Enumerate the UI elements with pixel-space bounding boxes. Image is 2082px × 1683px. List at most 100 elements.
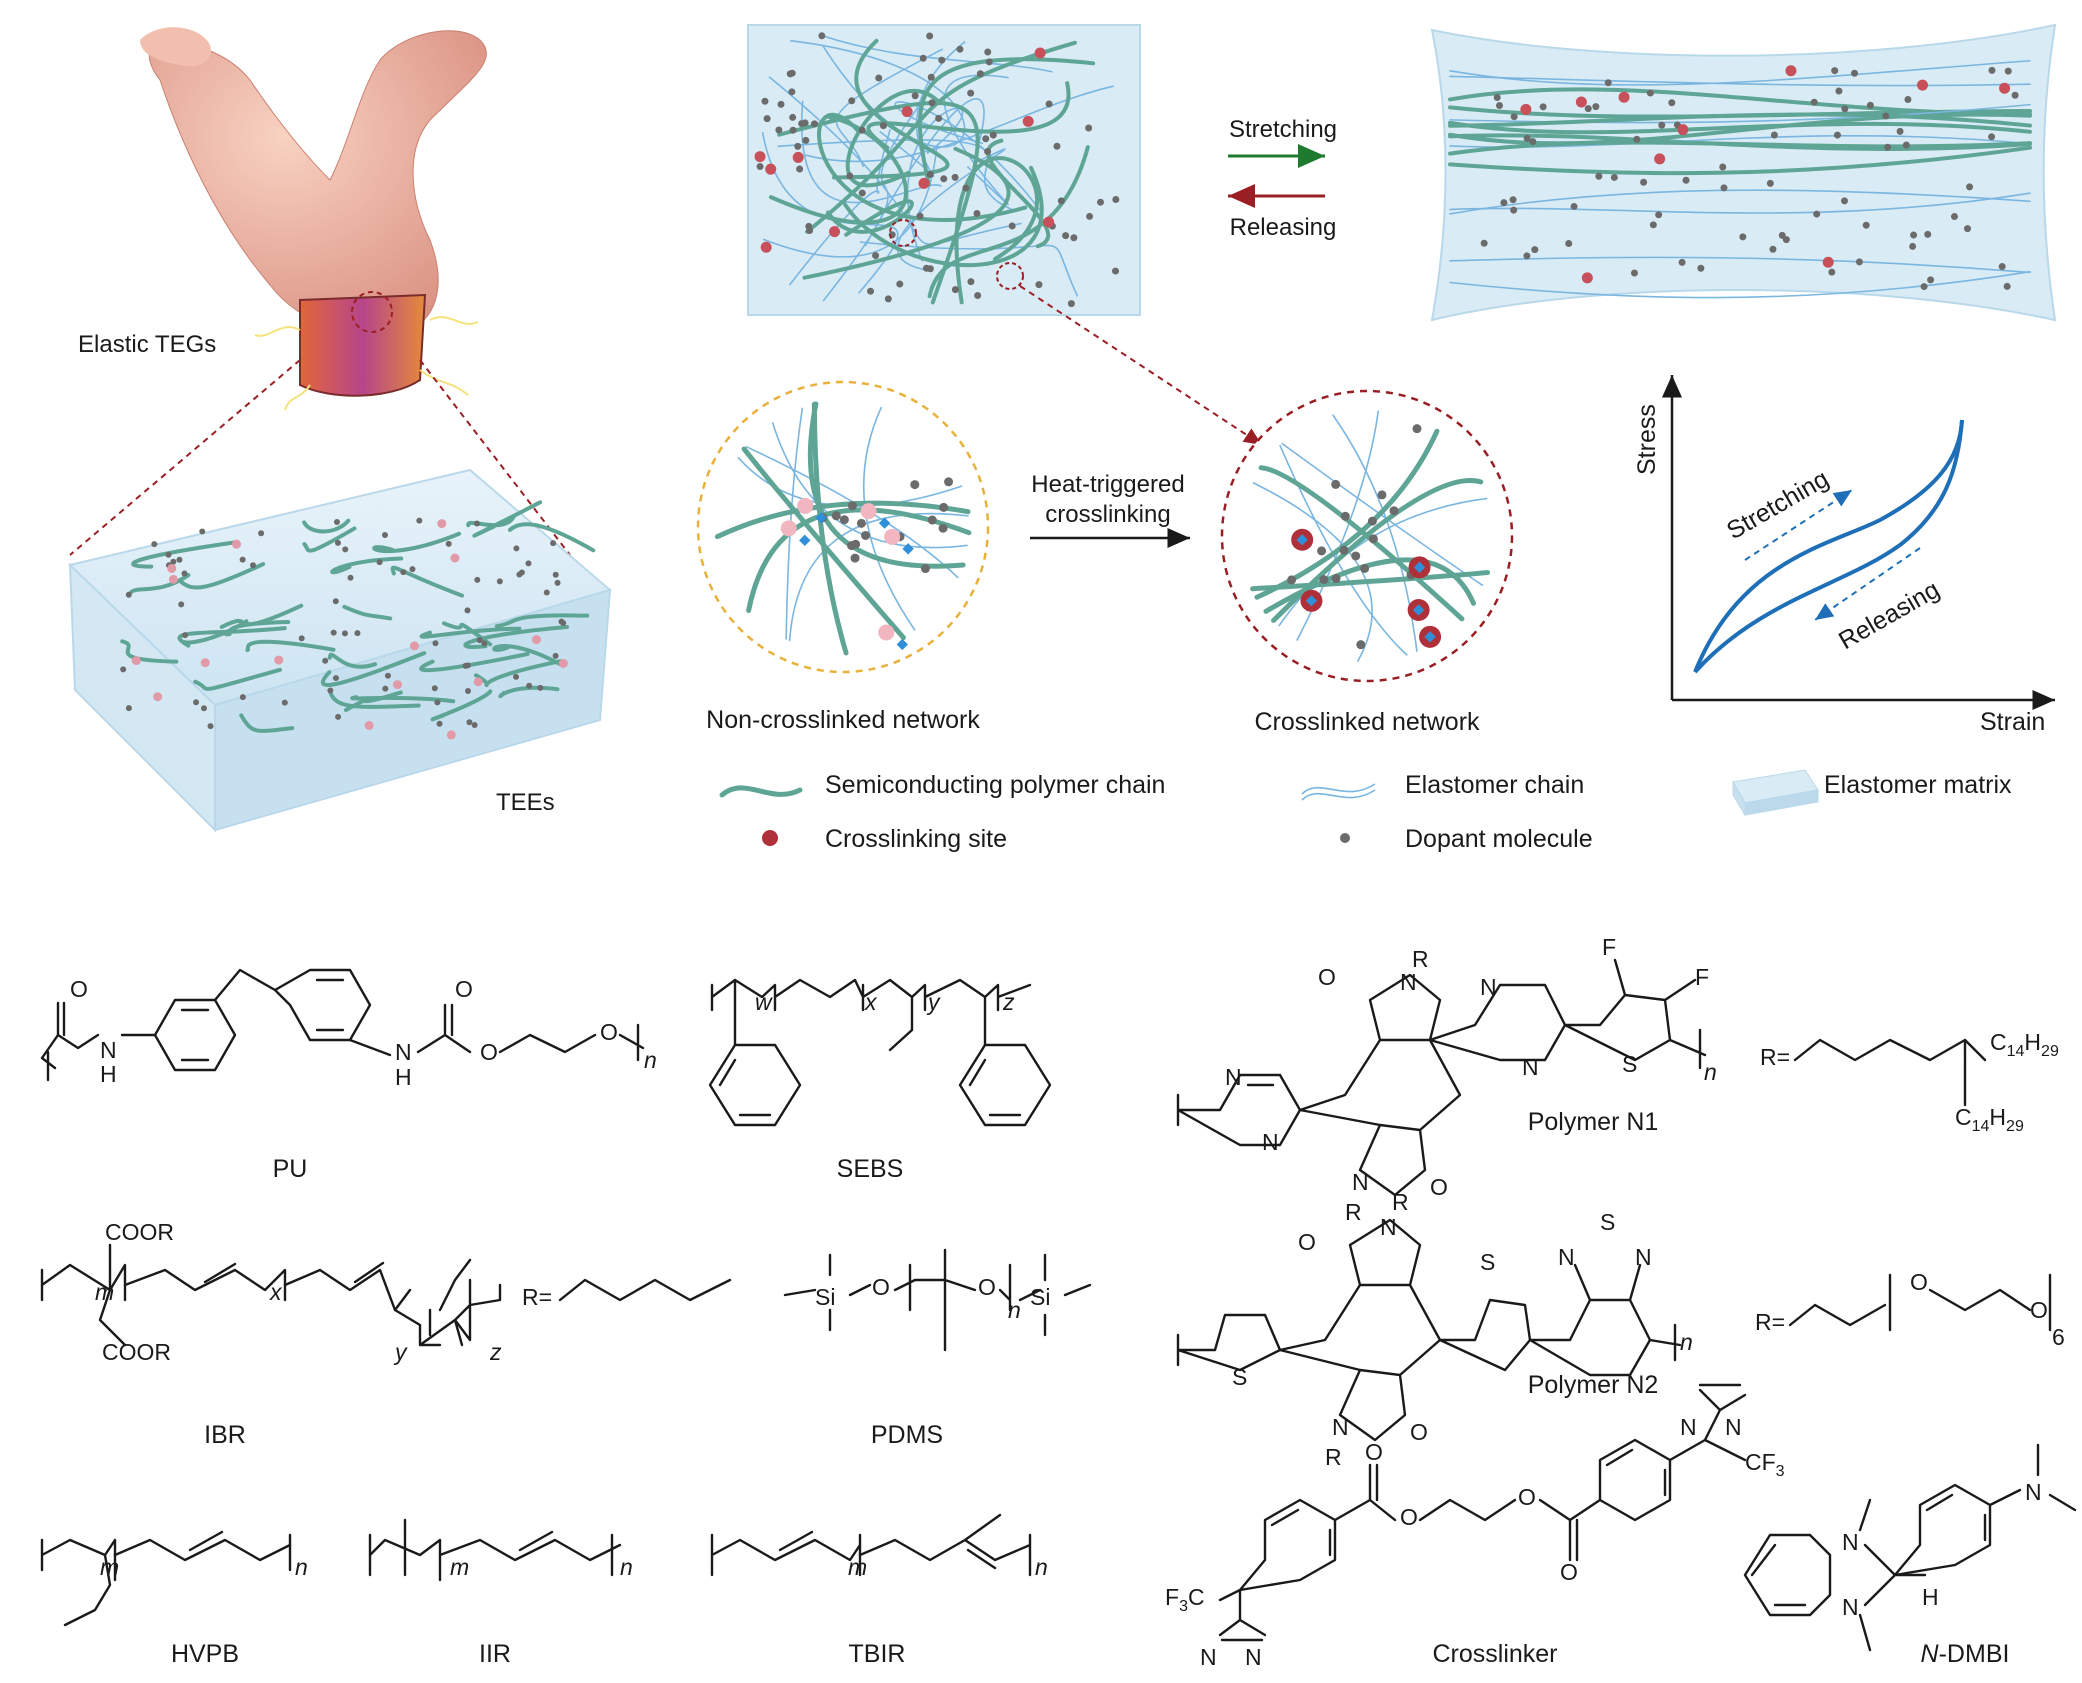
- svg-text:N: N: [100, 1037, 117, 1063]
- svg-text:F3C: F3C: [1165, 1584, 1205, 1615]
- unloading-curve: [1693, 419, 1964, 674]
- svg-text:O: O: [2030, 1297, 2048, 1323]
- plot-stretching-label: Stretching: [1722, 465, 1833, 546]
- svg-text:N: N: [1842, 1594, 1859, 1620]
- legend-crosslinking-site: Crosslinking site: [825, 825, 1007, 853]
- plot-releasing-label: Releasing: [1834, 575, 1944, 655]
- svg-text:COOR: COOR: [102, 1339, 171, 1365]
- iir-structure: m n: [368, 1518, 633, 1582]
- stress-strain-plot: [1662, 375, 2055, 710]
- svg-text:n: n: [644, 1047, 657, 1073]
- crosslinker-label: Crosslinker: [1432, 1640, 1557, 1668]
- svg-text:O: O: [1410, 1419, 1428, 1445]
- polymer-n2-label: Polymer N2: [1528, 1371, 1659, 1399]
- svg-text:N: N: [1332, 1414, 1349, 1440]
- svg-text:R: R: [1325, 1444, 1342, 1470]
- pdms-structure: Si O O n Si: [783, 1248, 1092, 1352]
- crosslinked-network: [1220, 389, 1514, 683]
- legend-crosslink-swatch: [762, 830, 778, 846]
- svg-text:C14H29: C14H29: [1955, 1104, 2024, 1135]
- svg-text:O: O: [1318, 964, 1336, 990]
- svg-text:n: n: [295, 1554, 308, 1580]
- legend-semiconducting: Semiconducting polymer chain: [825, 771, 1165, 799]
- stretching-label: Stretching: [1229, 116, 1337, 143]
- svg-text:R: R: [1345, 1199, 1362, 1225]
- svg-text:N: N: [1380, 1214, 1397, 1240]
- svg-text:O: O: [70, 976, 88, 1002]
- svg-text:n: n: [1680, 1329, 1693, 1355]
- releasing-label: Releasing: [1230, 214, 1337, 241]
- loading-curve: [1693, 419, 1964, 673]
- svg-text:O: O: [1560, 1559, 1578, 1585]
- legend-elastomer-chain: Elastomer chain: [1405, 771, 1584, 799]
- svg-text:N: N: [1400, 969, 1417, 995]
- svg-text:m: m: [95, 1279, 114, 1305]
- svg-text:R: R: [1412, 946, 1429, 972]
- svg-text:N: N: [1522, 1054, 1539, 1080]
- hvpb-structure: m n: [40, 1530, 308, 1627]
- svg-text:H: H: [395, 1064, 412, 1090]
- elastic-tegs-label: Elastic TEGs: [78, 331, 216, 358]
- polymer-n1-structure: NN NR O NR O NN FF S n R= C14H29 C14H29: [1176, 934, 2059, 1225]
- svg-text:R=: R=: [1755, 1309, 1785, 1335]
- svg-text:O: O: [1400, 1504, 1418, 1530]
- svg-text:F: F: [1602, 934, 1616, 960]
- pu-structure: O NH NH O O O n: [40, 968, 657, 1090]
- svg-text:n: n: [1035, 1554, 1048, 1580]
- ibr-label: IBR: [204, 1421, 246, 1449]
- polymer-n1-label: Polymer N1: [1528, 1108, 1659, 1136]
- svg-text:O: O: [1298, 1229, 1316, 1255]
- heat-label-line2: crosslinking: [1045, 501, 1170, 528]
- svg-text:N: N: [1842, 1529, 1859, 1555]
- svg-text:m: m: [848, 1554, 867, 1580]
- arm-illustration: [140, 27, 487, 411]
- zoom-arrow: [1019, 285, 1263, 446]
- svg-text:H: H: [1922, 1584, 1939, 1610]
- svg-text:z: z: [489, 1339, 502, 1365]
- legend-elastomer-matrix: Elastomer matrix: [1824, 771, 2012, 799]
- svg-text:S: S: [1480, 1249, 1495, 1275]
- sebs-label: SEBS: [837, 1155, 904, 1183]
- svg-text:N: N: [1480, 974, 1497, 1000]
- pu-label: PU: [273, 1155, 308, 1183]
- svg-text:N: N: [1200, 1644, 1217, 1670]
- legend-dopant-swatch: [1340, 833, 1350, 843]
- ndmbi-label: N-DMBI: [1921, 1640, 2010, 1668]
- tbir-label: TBIR: [849, 1640, 906, 1668]
- pdms-label: PDMS: [871, 1421, 943, 1449]
- svg-text:Si: Si: [1030, 1284, 1050, 1310]
- svg-text:Si: Si: [815, 1284, 835, 1310]
- svg-text:R: R: [1392, 1189, 1409, 1215]
- iir-label: IIR: [479, 1640, 511, 1668]
- network-stretched: [1430, 23, 2057, 322]
- zoom-line-right: [419, 359, 571, 556]
- svg-text:O: O: [600, 1019, 618, 1045]
- svg-text:H: H: [100, 1061, 117, 1087]
- svg-text:S: S: [1600, 1209, 1615, 1235]
- stress-axis-label: Stress: [1633, 404, 1661, 475]
- svg-text:N: N: [1725, 1414, 1742, 1440]
- svg-text:z: z: [1002, 989, 1015, 1015]
- svg-text:N: N: [1680, 1414, 1697, 1440]
- non-crosslinked-network: [696, 380, 990, 674]
- svg-text:6: 6: [2052, 1324, 2065, 1350]
- heat-label-line1: Heat-triggered: [1031, 471, 1184, 498]
- svg-text:N: N: [1635, 1244, 1652, 1270]
- svg-text:N: N: [1352, 1169, 1369, 1195]
- svg-text:COOR: COOR: [105, 1219, 174, 1245]
- svg-text:x: x: [269, 1279, 283, 1305]
- svg-text:O: O: [455, 976, 473, 1002]
- non-crosslinked-label: Non-crosslinked network: [706, 706, 980, 734]
- svg-text:N: N: [1262, 1129, 1279, 1155]
- hvpb-label: HVPB: [171, 1640, 239, 1668]
- svg-text:O: O: [1430, 1174, 1448, 1200]
- legend: Semiconducting polymer chain Elastomer c…: [719, 769, 2012, 853]
- svg-text:R=: R=: [1760, 1044, 1790, 1070]
- crosslinked-label: Crosslinked network: [1254, 708, 1480, 736]
- svg-text:CF3: CF3: [1745, 1449, 1785, 1480]
- svg-text:n: n: [1704, 1059, 1717, 1085]
- svg-text:O: O: [978, 1274, 996, 1300]
- svg-text:x: x: [864, 989, 878, 1015]
